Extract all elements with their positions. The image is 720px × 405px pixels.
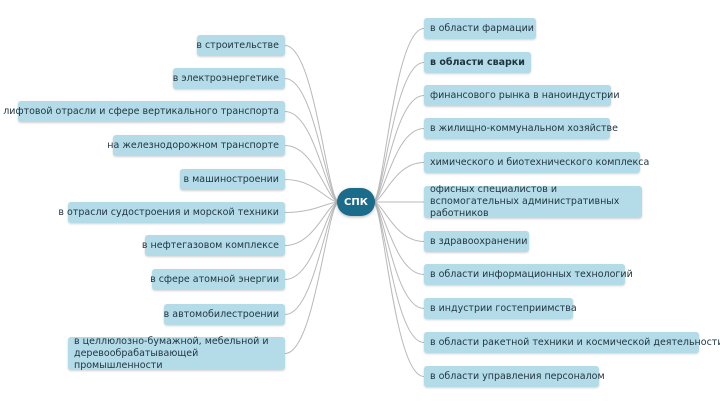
- node-healthcare[interactable]: в здравоохранении: [424, 231, 529, 252]
- node-automotive[interactable]: в автомобилестроении: [164, 304, 285, 325]
- connector-line: [372, 201, 425, 275]
- center-node[interactable]: СПК: [337, 188, 375, 216]
- node-hr-management[interactable]: в области управления персоналом: [424, 366, 605, 387]
- connector-line: [372, 201, 425, 343]
- connector-line: [284, 145, 340, 203]
- node-nano-finance[interactable]: финансового рынка в наноиндустрии: [424, 85, 620, 106]
- connector-line: [284, 201, 340, 246]
- connector-line: [372, 201, 425, 377]
- connector-line: [284, 201, 340, 213]
- connector-line: [284, 201, 340, 280]
- connector-line: [284, 45, 340, 203]
- node-nuclear-energy[interactable]: в сфере атомной энергии: [150, 269, 285, 290]
- connector-line: [372, 128, 425, 203]
- node-shipbuilding[interactable]: в отрасли судостроения и морской техники: [58, 202, 285, 223]
- node-welding[interactable]: в области сварки: [424, 52, 531, 73]
- node-pulp-paper-furniture[interactable]: в целлюлозно-бумажной, мебельной и дерев…: [68, 336, 285, 371]
- connector-line: [372, 201, 425, 242]
- connector-line: [372, 201, 425, 309]
- node-housing-utilities[interactable]: в жилищно-коммунальном хозяйстве: [424, 118, 618, 139]
- connector-line: [284, 78, 340, 203]
- connector-line: [372, 95, 425, 203]
- connector-line: [284, 201, 340, 354]
- connector-line: [284, 179, 340, 203]
- node-oil-gas[interactable]: в нефтегазовом комплексе: [142, 235, 285, 256]
- node-construction[interactable]: в строительстве: [196, 35, 285, 56]
- node-hospitality[interactable]: в индустрии гостеприимства: [424, 298, 577, 319]
- node-office-specialists[interactable]: офисных специалистов и вспомогательных а…: [424, 184, 642, 219]
- node-railway-transport[interactable]: на железнодорожном транспорте: [107, 135, 285, 156]
- connector-line: [284, 111, 340, 203]
- node-rocket-space[interactable]: в области ракетной техники и космической…: [424, 332, 720, 353]
- connector-line: [372, 28, 425, 203]
- node-pharmacy[interactable]: в области фармации: [424, 18, 536, 39]
- node-it[interactable]: в области информационных технологий: [424, 264, 633, 285]
- node-elevator-industry[interactable]: в лифтовой отрасли и сфере вертикального…: [0, 101, 285, 122]
- node-mechanical-engineering[interactable]: в машиностроении: [180, 169, 285, 190]
- connector-line: [372, 162, 425, 203]
- node-power-engineering[interactable]: в электроэнергетике: [173, 68, 285, 89]
- node-chemical-biotech[interactable]: химического и биотехнического комплекса: [424, 152, 649, 173]
- connector-line: [372, 62, 425, 203]
